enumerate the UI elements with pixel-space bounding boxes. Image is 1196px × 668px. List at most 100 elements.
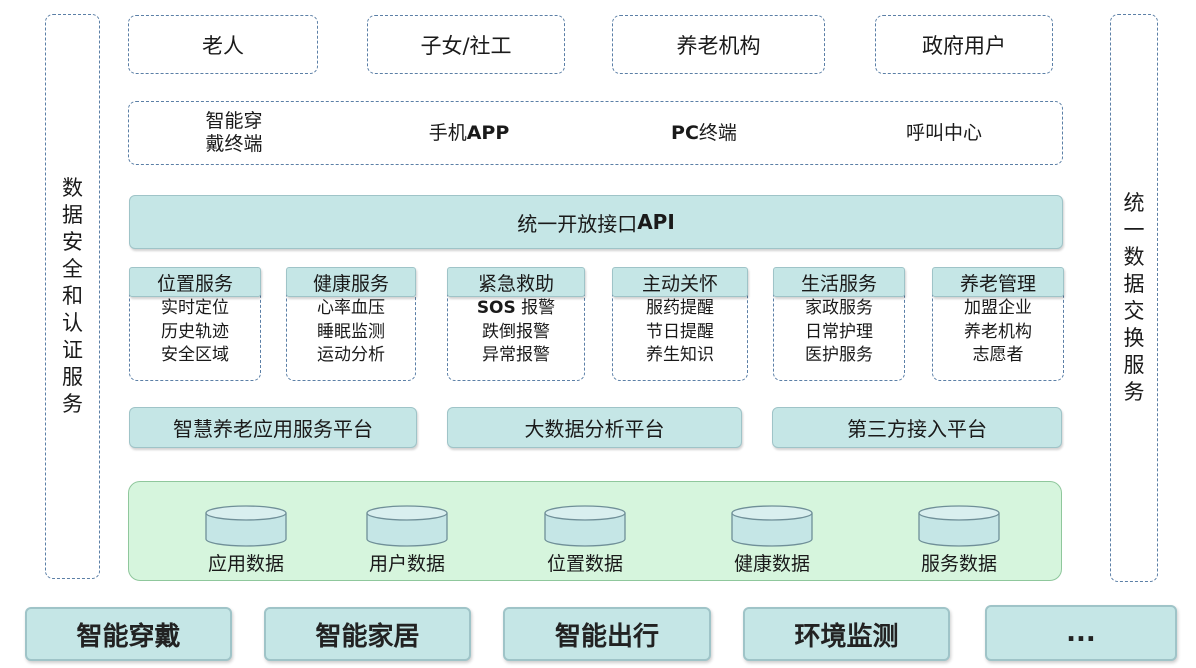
data-exchange-char: 务 — [1123, 380, 1145, 404]
service-item-list: 加盟企业养老机构志愿者 — [932, 285, 1064, 381]
data-exchange-char: 数 — [1123, 245, 1145, 269]
data-exchange-char: 据 — [1123, 272, 1145, 296]
service-item-list: SOS 报警跌倒报警异常报警 — [447, 285, 585, 381]
service-item: 加盟企业 — [964, 298, 1032, 318]
terminal-mobile-prefix: 手机 — [428, 121, 467, 144]
big-data-analysis-platform: 大数据分析平台 — [447, 407, 742, 448]
service-item-list: 家政服务日常护理医护服务 — [773, 285, 905, 381]
device-smart-travel: 智能出行 — [503, 607, 711, 661]
user-institution-label: 养老机构 — [676, 33, 761, 58]
database-label: 位置数据 — [546, 553, 623, 575]
service-item-list: 实时定位历史轨迹安全区域 — [129, 285, 261, 381]
security-auth-char: 服 — [62, 365, 83, 389]
security-auth-char: 数 — [62, 176, 83, 200]
service-item: 历史轨迹 — [161, 321, 229, 342]
service-group-title: 生活服务 — [773, 267, 905, 297]
security-auth-column: 数据安全和认证服务 — [45, 14, 100, 579]
device-label-4: 环境监测 — [794, 621, 899, 652]
user-elderly: 老人 — [128, 15, 318, 74]
device-label-5: ... — [1066, 618, 1096, 648]
api-suffix: API — [637, 210, 675, 234]
data-exchange-column: 统一数据交换服务 — [1110, 14, 1158, 582]
user-government-label: 政府用户 — [922, 33, 1006, 58]
data-exchange-char: 一 — [1123, 218, 1145, 242]
service-item: 实时定位 — [161, 298, 229, 318]
device-label-3: 智能出行 — [554, 621, 659, 652]
user-elderly-care-institution: 养老机构 — [612, 15, 825, 74]
data-exchange-char: 统 — [1123, 191, 1145, 215]
service-item: 异常报警 — [482, 345, 550, 365]
security-auth-char: 全 — [62, 257, 83, 281]
database-icon — [205, 505, 287, 547]
service-group: 实时定位历史轨迹安全区域位置服务 — [129, 267, 261, 381]
terminal-mobile-suffix: APP — [466, 121, 510, 144]
user-elderly-label: 老人 — [202, 33, 244, 58]
security-auth-char: 务 — [62, 392, 83, 416]
device-smart-home: 智能家居 — [264, 607, 471, 661]
database-icon — [918, 505, 1000, 547]
service-item: 服药提醒 — [646, 298, 714, 318]
service-group: 加盟企业养老机构志愿者养老管理 — [932, 267, 1064, 381]
terminal-call-center-label: 呼叫中心 — [905, 121, 982, 144]
service-group-title: 养老管理 — [932, 267, 1064, 297]
service-item: 志愿者 — [972, 345, 1024, 365]
service-item-list: 服药提醒节日提醒养生知识 — [612, 285, 748, 381]
service-item: 跌倒报警 — [482, 321, 550, 342]
database-label: 用户数据 — [368, 553, 445, 575]
service-group: SOS 报警跌倒报警异常报警紧急救助 — [447, 267, 585, 381]
security-auth-char: 证 — [62, 338, 83, 362]
database-icon — [731, 505, 813, 547]
platform-label-1: 智慧养老应用服务平台 — [173, 417, 373, 441]
security-auth-label: 数据安全和认证服务 — [62, 175, 83, 418]
platform-label-3: 第三方接入平台 — [847, 417, 987, 441]
data-exchange-char: 交 — [1123, 299, 1145, 323]
service-group-title: 主动关怀 — [612, 267, 748, 297]
security-auth-char: 和 — [62, 284, 83, 308]
security-auth-char: 据 — [62, 203, 83, 227]
terminal-wearable: 智能穿 戴终端 — [189, 102, 279, 164]
terminal-wearable-line1: 智能穿 — [205, 110, 263, 132]
terminal-pc-prefix: PC — [671, 121, 699, 144]
service-group-title: 健康服务 — [286, 267, 416, 297]
data-storage-area: 应用数据用户数据位置数据健康数据服务数据 — [128, 481, 1062, 581]
database-icon — [544, 505, 626, 547]
sos-prefix: SOS — [476, 298, 516, 318]
platform-label-2: 大数据分析平台 — [524, 417, 665, 441]
third-party-access-platform: 第三方接入平台 — [772, 407, 1062, 448]
service-item: 日常护理 — [805, 321, 873, 342]
device-more: ... — [985, 605, 1177, 661]
service-group: 服药提醒节日提醒养生知识主动关怀 — [612, 267, 748, 381]
smart-elderly-app-platform: 智慧养老应用服务平台 — [129, 407, 417, 448]
service-item: 家政服务 — [805, 298, 873, 318]
database-icon — [366, 505, 448, 547]
security-auth-char: 安 — [62, 230, 83, 254]
user-government: 政府用户 — [875, 15, 1053, 74]
service-item: 医护服务 — [805, 345, 873, 365]
service-item: 节日提醒 — [646, 321, 714, 342]
service-item: 睡眠监测 — [317, 321, 385, 342]
terminal-call-center: 呼叫中心 — [884, 102, 1004, 164]
api-prefix: 统一开放接口 — [517, 211, 638, 236]
service-item: 安全区域 — [161, 345, 229, 365]
service-group-title: 紧急救助 — [447, 267, 585, 297]
database-label: 服务数据 — [920, 553, 997, 575]
data-exchange-label: 统一数据交换服务 — [1124, 190, 1145, 406]
service-item: 养生知识 — [646, 345, 714, 365]
service-item: 养老机构 — [964, 321, 1032, 342]
data-exchange-char: 换 — [1123, 326, 1145, 350]
terminal-pc-suffix: 终端 — [698, 121, 737, 144]
service-item: SOS 报警 — [476, 298, 556, 318]
device-smart-wearable: 智能穿戴 — [25, 607, 232, 661]
service-item: 运动分析 — [317, 345, 385, 365]
service-group: 心率血压睡眠监测运动分析 健康服务 — [286, 267, 416, 381]
device-label-2: 智能家居 — [315, 621, 420, 652]
terminal-wearable-line2: 戴终端 — [205, 133, 263, 155]
database-label: 健康数据 — [733, 553, 810, 575]
device-environment-monitoring: 环境监测 — [743, 607, 950, 661]
service-item: 心率血压 — [317, 298, 385, 318]
user-family-label: 子女/社工 — [420, 33, 512, 58]
security-auth-char: 认 — [62, 311, 83, 335]
